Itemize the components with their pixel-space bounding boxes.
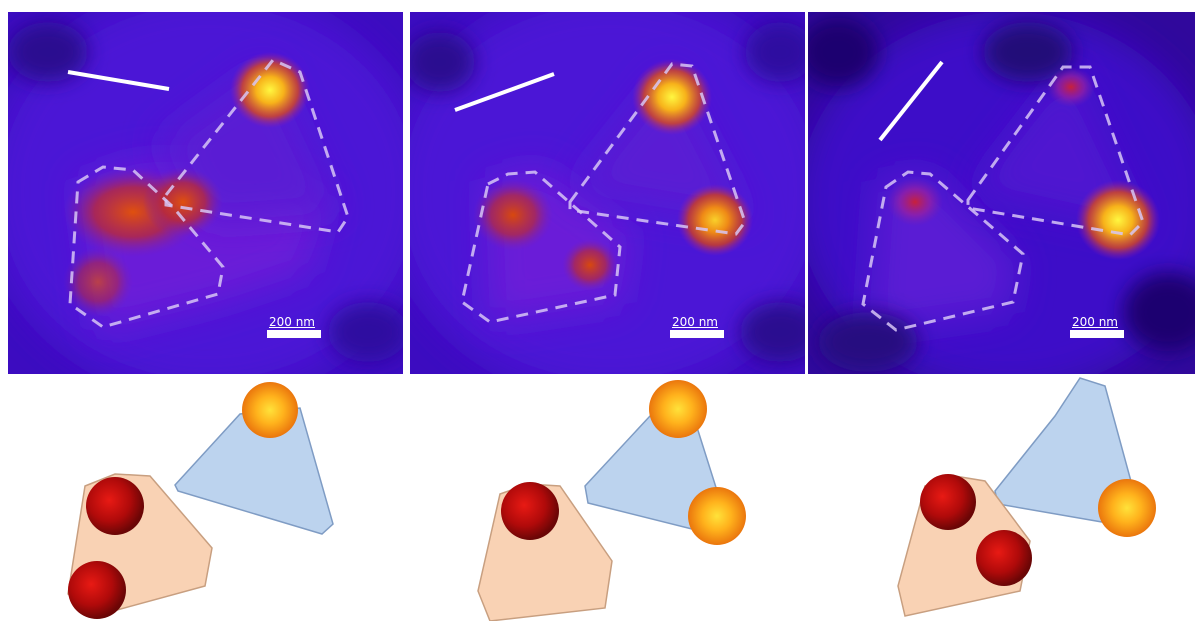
scale-bar	[267, 330, 321, 338]
schematic-2	[477, 380, 746, 621]
schematic-3	[897, 377, 1156, 617]
orange-sphere	[688, 487, 746, 545]
schematic-row	[67, 377, 1156, 621]
orange-sphere	[649, 380, 707, 438]
orange-sphere	[1098, 479, 1156, 537]
red-sphere	[920, 474, 976, 530]
red-sphere	[976, 530, 1032, 586]
scale-bar	[1070, 330, 1124, 338]
red-sphere	[68, 561, 126, 619]
scale-bar	[670, 330, 724, 338]
scale-bar-label: 200 nm	[1071, 315, 1118, 329]
red-sphere	[501, 482, 559, 540]
schematic-1	[67, 382, 334, 619]
microscopy-panel-1: 200 nm	[8, 12, 403, 374]
scale-bar-label: 200 nm	[268, 315, 315, 329]
microscopy-panel-2: 200 nm	[410, 12, 805, 374]
microscopy-panel-3: 200 nm	[808, 12, 1195, 374]
red-sphere	[86, 477, 144, 535]
scale-bar-label: 200 nm	[671, 315, 718, 329]
orange-sphere	[242, 382, 298, 438]
